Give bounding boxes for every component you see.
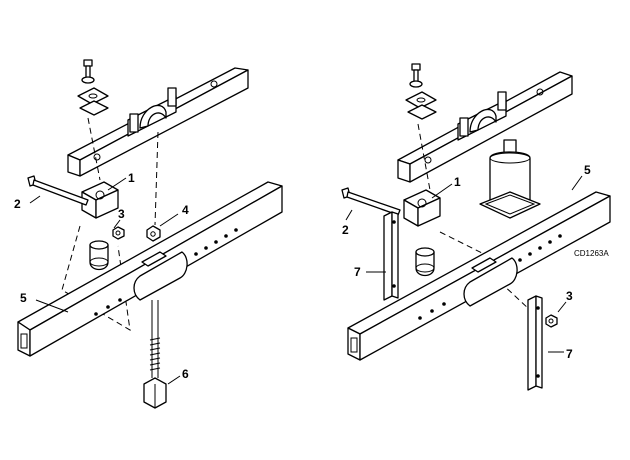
left-top-bolt xyxy=(77,59,109,116)
left-nut-3 xyxy=(112,226,125,240)
right-pivot-bracket xyxy=(403,189,441,227)
right-callout-3: 3 xyxy=(566,289,573,303)
left-clamp-bracket xyxy=(127,87,177,137)
left-bolt-2 xyxy=(27,175,89,206)
left-nut-4 xyxy=(146,225,161,242)
left-spacer xyxy=(89,240,109,271)
right-top-bolt xyxy=(405,63,437,120)
left-view: 1 2 3 4 5 6 xyxy=(14,59,283,409)
right-nut-3 xyxy=(545,314,558,328)
right-callout-7b: 7 xyxy=(566,347,573,361)
left-callout-3: 3 xyxy=(118,207,125,221)
left-callout-1: 1 xyxy=(128,171,135,185)
right-view: 1 2 3 5 7 7 CD1263A xyxy=(341,63,611,391)
figure-code: CD1263A xyxy=(574,249,609,258)
left-tube-holes xyxy=(94,228,238,316)
right-bolt-2 xyxy=(341,187,401,216)
left-lower-tube xyxy=(17,181,283,357)
left-callout-2: 2 xyxy=(14,197,21,211)
right-damper xyxy=(479,139,541,219)
right-strap-plate-left xyxy=(383,211,399,301)
right-callout-5: 5 xyxy=(584,163,591,177)
left-threaded-rod-6 xyxy=(143,300,167,409)
right-callout-7a: 7 xyxy=(354,265,361,279)
left-callout-5: 5 xyxy=(20,291,27,305)
right-strap-plate-right xyxy=(527,295,543,391)
right-lower-tube xyxy=(347,191,611,361)
right-clamp-bracket xyxy=(457,91,507,141)
left-callout-4: 4 xyxy=(182,203,189,217)
right-callout-1: 1 xyxy=(454,175,461,189)
left-upper-tube xyxy=(67,67,249,177)
right-tube-holes xyxy=(418,234,562,320)
right-callout-2: 2 xyxy=(342,223,349,237)
left-callout-6: 6 xyxy=(182,367,189,381)
right-spacer xyxy=(415,247,435,277)
